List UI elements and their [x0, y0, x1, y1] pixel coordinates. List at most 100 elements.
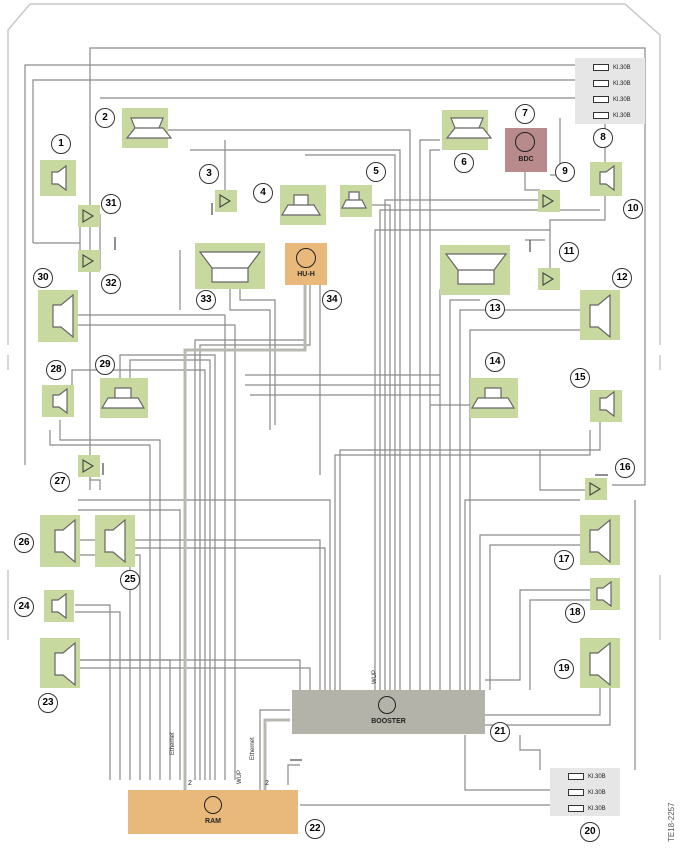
- callout-29: 29: [95, 355, 115, 375]
- booster-label: BOOSTER: [371, 718, 406, 725]
- fuse-icon: [568, 773, 584, 780]
- speaker-15: [590, 390, 622, 422]
- callout-16: 16: [615, 458, 635, 478]
- speaker-17: [580, 515, 620, 565]
- speaker-19: [580, 638, 620, 688]
- huh-label: HU-H: [297, 271, 315, 278]
- speaker-28: [42, 385, 74, 417]
- speaker-2: [122, 108, 168, 148]
- wup-label-ram: WUP: [237, 770, 243, 784]
- fuse-icon: [568, 805, 584, 812]
- fuse-label: Kl.30B: [588, 789, 606, 796]
- bdc-label: BDC: [518, 156, 534, 163]
- amp-16: [585, 478, 607, 500]
- speaker-13: [440, 245, 510, 295]
- wup-label-booster: WUP: [372, 670, 378, 684]
- speaker-10: [590, 162, 622, 196]
- callout-26: 26: [14, 533, 34, 553]
- callout-19: 19: [554, 659, 574, 679]
- callout-11: 11: [559, 242, 579, 262]
- fuse-row: Kl.30B: [575, 76, 645, 91]
- fuse-icon: [593, 64, 609, 71]
- fuse-icon: [593, 112, 609, 119]
- callout-5: 5: [366, 162, 386, 182]
- transistor-icon: [296, 248, 316, 268]
- callout-9: 9: [555, 162, 575, 182]
- speaker-23: [40, 638, 80, 688]
- speaker-29: [100, 378, 148, 418]
- ram-module: RAM: [128, 790, 298, 834]
- speaker-1: [40, 160, 76, 196]
- speaker-30: [38, 290, 78, 342]
- callout-15: 15: [570, 368, 590, 388]
- callout-4: 4: [253, 183, 273, 203]
- ram-label: RAM: [205, 818, 221, 825]
- callout-8: 8: [593, 128, 613, 148]
- fuse-block-bottom: Kl.30B Kl.30B Kl.30B: [550, 768, 620, 816]
- fuse-icon: [568, 789, 584, 796]
- callout-1: 1: [51, 134, 71, 154]
- callout-27: 27: [50, 472, 70, 492]
- fuse-row: Kl.30B: [550, 769, 620, 784]
- speaker-26: [40, 515, 80, 567]
- fuse-row: Kl.30B: [575, 92, 645, 107]
- callout-21: 21: [490, 722, 510, 742]
- callout-13: 13: [485, 299, 505, 319]
- fuse-row: Kl.30B: [575, 108, 645, 123]
- fuse-row: Kl.30B: [550, 801, 620, 816]
- fuse-icon: [593, 96, 609, 103]
- ethernet-bus: [183, 280, 307, 790]
- ground-symbols: [102, 203, 608, 761]
- callout-14: 14: [485, 352, 505, 372]
- ethernet-label-right: Ethernet: [250, 737, 256, 760]
- callout-22: 22: [305, 819, 325, 839]
- callout-20: 20: [580, 822, 600, 842]
- bdc-module: BDC: [505, 128, 547, 172]
- fuse-icon: [593, 80, 609, 87]
- speaker-14: [470, 378, 518, 418]
- booster-module: BOOSTER: [292, 690, 485, 734]
- speaker-24: [44, 590, 74, 622]
- callout-10: 10: [623, 199, 643, 219]
- speaker-18: [590, 578, 620, 610]
- reference-code: TE18-2257: [667, 802, 676, 842]
- callout-2: 2: [95, 108, 115, 128]
- fuse-label: Kl.30B: [613, 80, 631, 87]
- fuse-block-top: Kl.30B Kl.30B Kl.30B Kl.30B: [575, 58, 645, 124]
- callout-28: 28: [46, 360, 66, 380]
- callout-12: 12: [612, 268, 632, 288]
- fuse-label: Kl.30B: [613, 112, 631, 119]
- callout-30: 30: [33, 268, 53, 288]
- callout-32: 32: [101, 274, 121, 294]
- callout-31: 31: [101, 194, 121, 214]
- bus-count-left: 2: [188, 780, 192, 787]
- speaker-5: [340, 185, 372, 217]
- amp-31: [78, 205, 100, 227]
- fuse-label: Kl.30B: [588, 805, 606, 812]
- callout-3: 3: [199, 164, 219, 184]
- frame-outline: [7, 3, 661, 640]
- amp-11: [538, 268, 560, 290]
- fuse-row: Kl.30B: [550, 785, 620, 800]
- callout-17: 17: [554, 550, 574, 570]
- callout-33: 33: [196, 290, 216, 310]
- speaker-12: [580, 290, 620, 340]
- fuse-label: Kl.30B: [613, 96, 631, 103]
- transistor-icon: [378, 696, 396, 714]
- amp-27: [78, 455, 100, 477]
- amp-9: [538, 190, 560, 212]
- amp-3: [215, 190, 237, 212]
- bus-count-right: 2: [265, 780, 269, 787]
- callout-34: 34: [322, 290, 342, 310]
- fuse-row: Kl.30B: [575, 60, 645, 75]
- speaker-25: [95, 515, 135, 567]
- callout-24: 24: [14, 597, 34, 617]
- huh-module: HU-H: [285, 243, 327, 285]
- callout-23: 23: [38, 693, 58, 713]
- fuse-label: Kl.30B: [613, 64, 631, 71]
- callout-25: 25: [120, 570, 140, 590]
- speaker-33: [195, 243, 265, 289]
- callout-6: 6: [454, 153, 474, 173]
- speaker-6: [442, 110, 488, 150]
- ethernet-label-left: Ethernet: [170, 732, 176, 755]
